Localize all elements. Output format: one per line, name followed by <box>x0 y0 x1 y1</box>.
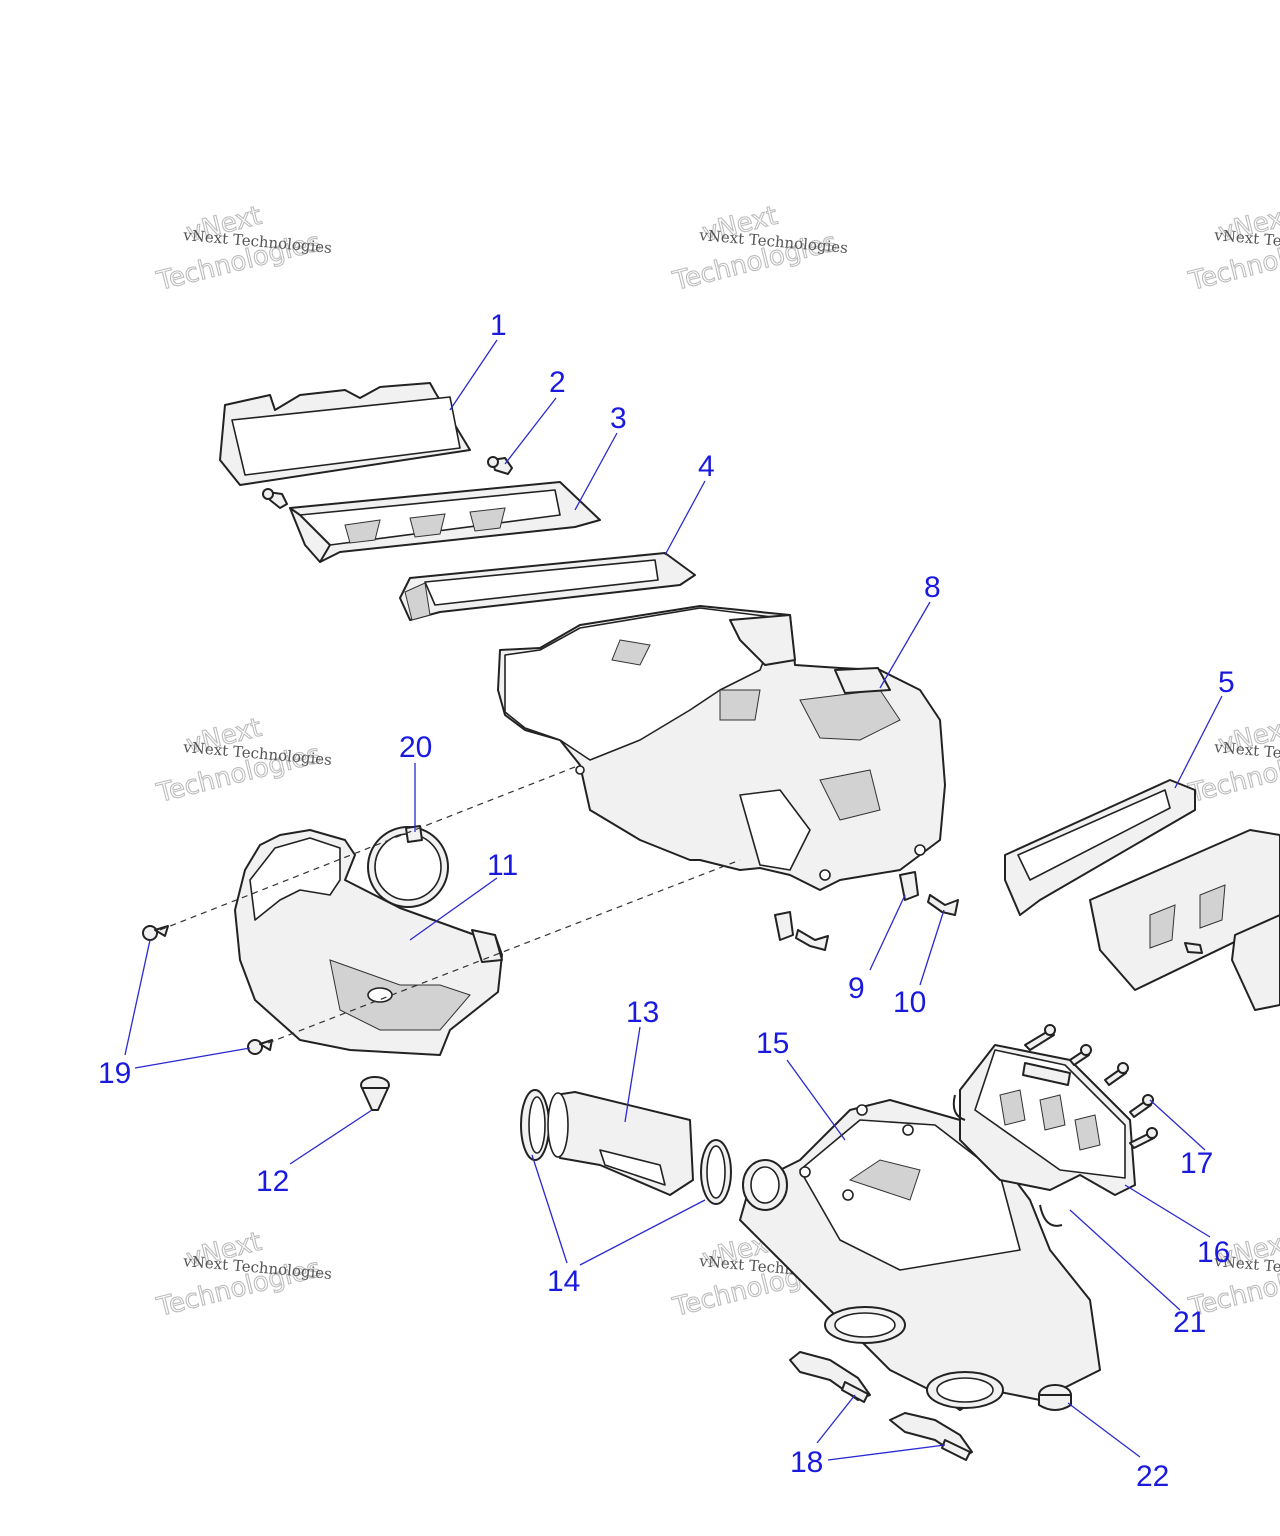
frame-right <box>1231 914 1280 1011</box>
callout-10: 10 <box>893 986 926 1019</box>
callout-4: 4 <box>698 450 715 483</box>
part-10-bolt <box>927 894 959 916</box>
part-12-grommet <box>360 1076 390 1111</box>
part-13-tube <box>547 1091 694 1196</box>
callout-14: 14 <box>547 1265 580 1298</box>
clip-lower <box>774 911 794 941</box>
alignment-line-upper <box>159 764 581 931</box>
part-11-intake-duct <box>234 829 503 1056</box>
vent-housing-right <box>1089 829 1280 991</box>
part-18-clamp-lower <box>889 1412 973 1461</box>
callout-9: 9 <box>848 972 865 1005</box>
callout-16: 16 <box>1197 1236 1230 1269</box>
part-18-clamp-upper <box>789 1351 871 1403</box>
leader-lines <box>124 339 1223 1461</box>
callout-1: 1 <box>490 309 507 342</box>
callout-3: 3 <box>610 402 627 435</box>
part-1-frame <box>219 382 471 486</box>
bolt-right <box>1184 942 1203 954</box>
callout-5: 5 <box>1218 666 1235 699</box>
callout-8: 8 <box>924 571 941 604</box>
callout-18: 18 <box>790 1446 823 1479</box>
part-19-fastener-upper <box>142 925 169 941</box>
part-17-screws <box>1024 1024 1158 1149</box>
callout-19: 19 <box>98 1057 131 1090</box>
part-14-ring-left <box>520 1089 550 1161</box>
callout-21: 21 <box>1173 1306 1206 1339</box>
part-14-ring-right <box>700 1139 732 1205</box>
callout-15: 15 <box>756 1027 789 1060</box>
callout-13: 13 <box>626 996 659 1029</box>
bolt-near-part-3 <box>262 488 288 509</box>
callout-2: 2 <box>549 366 566 399</box>
part-4-filter <box>399 552 696 621</box>
part-9-clip <box>899 871 919 901</box>
part-20-clamp <box>367 825 449 908</box>
part-3-vent-housing <box>289 481 601 563</box>
callout-17: 17 <box>1180 1147 1213 1180</box>
part-21-latch-upper <box>952 1094 966 1121</box>
part-22-plug <box>1038 1384 1072 1411</box>
part-19-fastener-lower <box>247 1039 273 1055</box>
callout-11: 11 <box>487 849 518 882</box>
callout-12: 12 <box>256 1165 289 1198</box>
callout-22: 22 <box>1136 1460 1169 1493</box>
part-21-latch-lower <box>1039 1204 1063 1227</box>
part-5-filter-right <box>1004 779 1196 916</box>
bolt-lower <box>795 929 829 951</box>
callout-20: 20 <box>399 731 432 764</box>
part-16-lid <box>959 1044 1136 1196</box>
alignment-line-lower <box>267 859 741 1044</box>
part-8-airbox-cover <box>497 605 946 891</box>
